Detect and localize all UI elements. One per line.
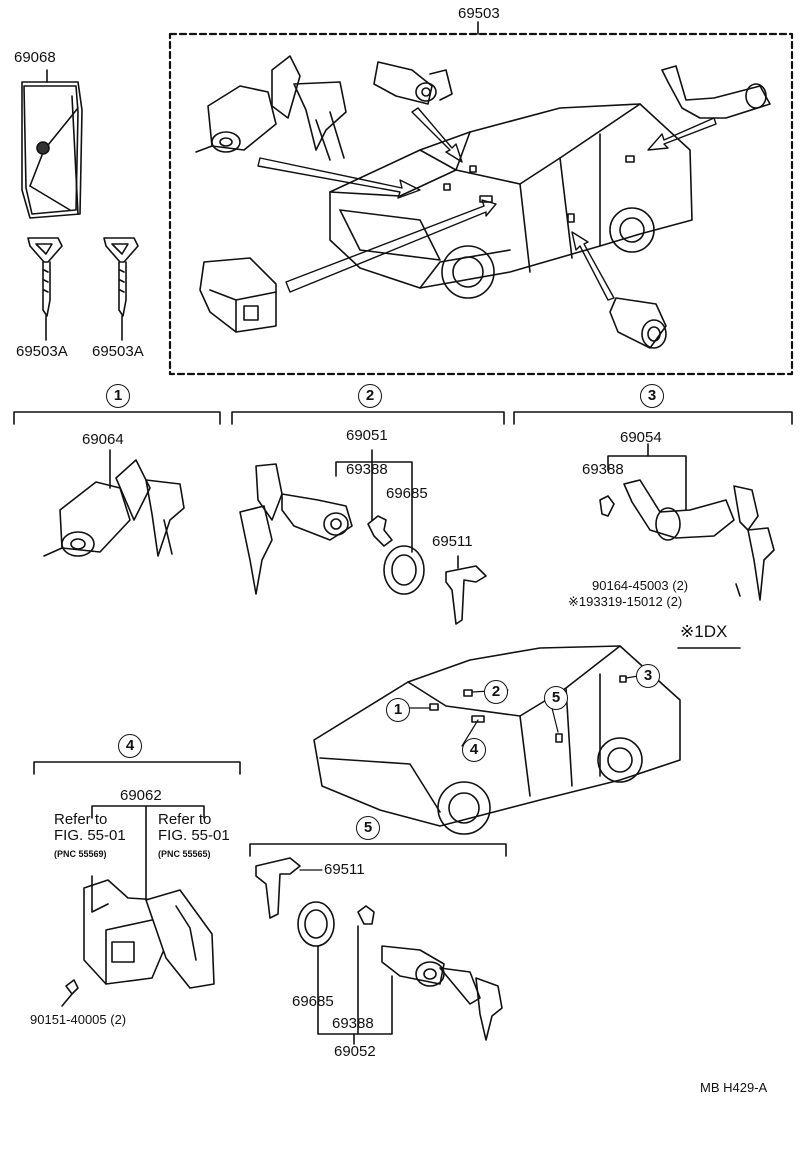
section-4-bracket bbox=[33, 761, 241, 775]
section-5-marker: 5 bbox=[356, 816, 380, 840]
bolt-label-3: 90151-40005 (2) bbox=[30, 1012, 127, 1027]
refer-label-1b: FIG. 55-01 bbox=[54, 827, 126, 844]
part-69388-label-a: 69388 bbox=[346, 461, 388, 478]
car-marker-4: 4 bbox=[462, 738, 486, 762]
section-2-marker: 2 bbox=[358, 384, 382, 408]
arrows bbox=[257, 107, 717, 301]
section-3-bracket bbox=[513, 411, 793, 425]
dx-note: ※1DX bbox=[680, 622, 728, 641]
part-69503-label: 69503 bbox=[458, 5, 500, 22]
part-69054-label: 69054 bbox=[620, 429, 662, 446]
part-69062-label: 69062 bbox=[120, 787, 162, 804]
leader-69052 bbox=[317, 925, 393, 1045]
part-69388-label-c: 69388 bbox=[332, 1015, 374, 1032]
car-upper-drawing bbox=[329, 103, 693, 299]
section-2-bracket bbox=[231, 411, 505, 425]
assembly-box bbox=[168, 32, 794, 376]
key-left-drawing bbox=[27, 237, 63, 341]
part-69064-label: 69064 bbox=[82, 431, 124, 448]
part-69051-label: 69051 bbox=[346, 427, 388, 444]
part-69052-label: 69052 bbox=[334, 1043, 376, 1060]
key-holder-drawing bbox=[21, 81, 83, 219]
ignition-switch-drawing bbox=[43, 459, 185, 557]
gasket-drawing-b bbox=[297, 901, 335, 947]
car-marker-1: 1 bbox=[386, 698, 410, 722]
car-marker-5: 5 bbox=[544, 686, 568, 710]
retainer-drawing-a bbox=[445, 565, 487, 625]
clip-drawing-c bbox=[357, 905, 375, 925]
leader-69062 bbox=[91, 805, 205, 913]
section-3-marker: 3 bbox=[640, 384, 664, 408]
section-4-marker: 4 bbox=[118, 734, 142, 758]
bolt-drawing bbox=[61, 979, 79, 1007]
section-1-marker: 1 bbox=[106, 384, 130, 408]
section-1-bracket bbox=[13, 411, 221, 425]
hood-lock-assembly-drawing bbox=[83, 875, 215, 989]
refer-label-2c: (PNC 55565) bbox=[158, 849, 211, 859]
refer-label-1a: Refer to bbox=[54, 811, 108, 828]
bolt-label-2: ※193319-15012 (2) bbox=[568, 594, 683, 609]
section-5-bracket bbox=[249, 843, 507, 857]
refer-label-2b: FIG. 55-01 bbox=[158, 827, 230, 844]
rear-door-cylinder-drawing bbox=[609, 297, 667, 349]
gasket-drawing-a bbox=[383, 545, 425, 595]
hood-lock-drawing bbox=[199, 257, 277, 333]
back-door-lock-drawing bbox=[623, 479, 775, 601]
door-lock-cylinder-drawing bbox=[239, 463, 353, 595]
retainer-drawing-b bbox=[255, 857, 301, 919]
leader-69054 bbox=[607, 455, 687, 511]
part-69511-label-b: 69511 bbox=[324, 861, 365, 878]
car-marker-2: 2 bbox=[484, 680, 508, 704]
part-69068-label: 69068 bbox=[14, 49, 56, 66]
door-lock-cylinder-b-drawing bbox=[381, 945, 503, 1041]
refer-label-1c: (PNC 55569) bbox=[54, 849, 107, 859]
part-69388-label-b: 69388 bbox=[582, 461, 624, 478]
part-69503a-label-1: 69503A bbox=[16, 343, 68, 360]
bolt-label-1: 90164-45003 (2) bbox=[592, 578, 689, 593]
refer-label-2a: Refer to bbox=[158, 811, 212, 828]
part-69685-label-a: 69685 bbox=[386, 485, 428, 502]
car-lower-drawing bbox=[313, 645, 681, 835]
key-right-drawing bbox=[103, 237, 139, 341]
clip-drawing-a bbox=[367, 515, 393, 547]
diagram-code: MB H429-A bbox=[700, 1080, 768, 1095]
door-cylinder-top-drawing bbox=[373, 61, 453, 105]
clip-drawing-b bbox=[599, 495, 615, 517]
leader-69051 bbox=[335, 461, 413, 553]
part-69503a-label-2: 69503A bbox=[92, 343, 144, 360]
part-69511-label-a: 69511 bbox=[432, 533, 473, 550]
part-69685-label-b: 69685 bbox=[292, 993, 334, 1010]
car-marker-3: 3 bbox=[636, 664, 660, 688]
ignition-cylinder-drawing bbox=[195, 55, 347, 161]
back-door-cylinder-drawing bbox=[661, 65, 771, 119]
